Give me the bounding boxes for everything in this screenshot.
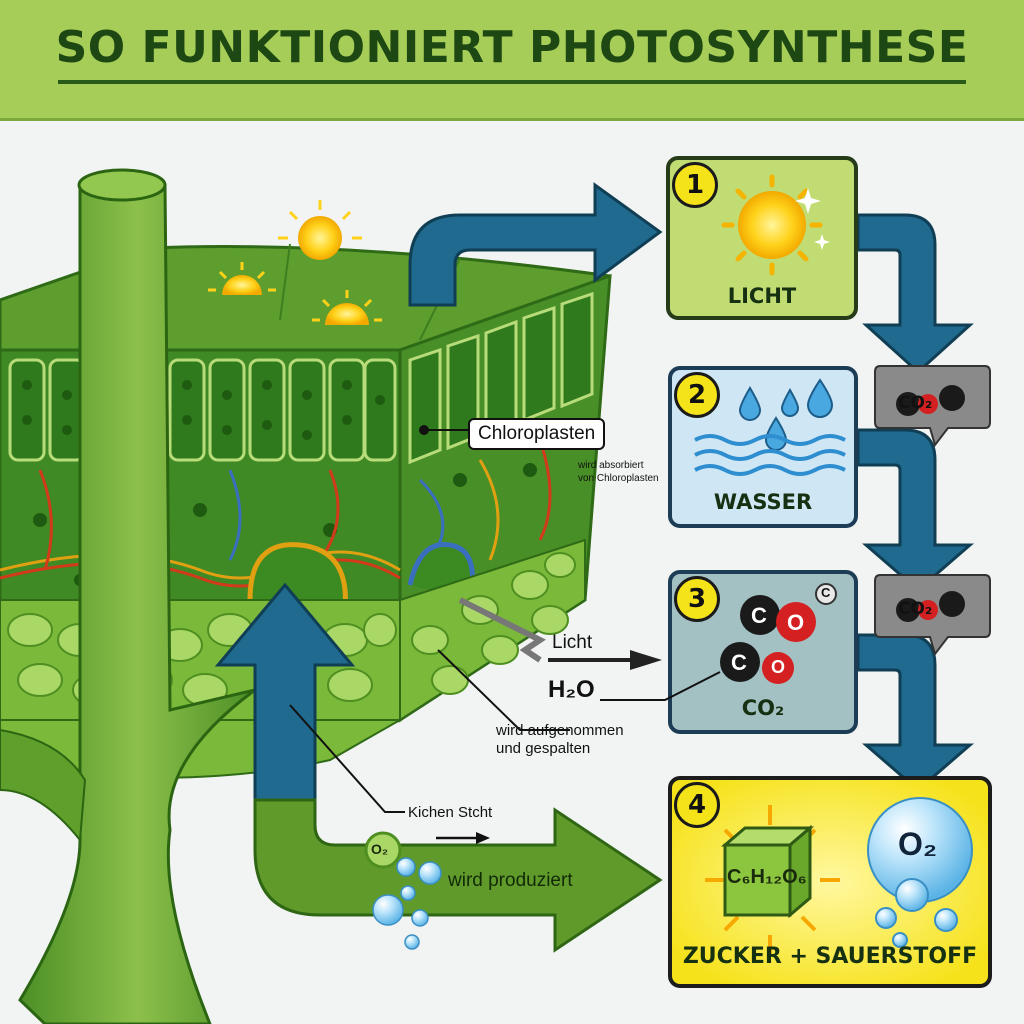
step-3-badge: 3 (674, 576, 720, 622)
title-underline (58, 80, 966, 84)
o2-big-label: O₂ (898, 826, 938, 862)
co2-bubble-label-2: CO₂ (898, 599, 933, 619)
atom-c-label: C (751, 603, 767, 628)
atom-o-label: O (787, 610, 805, 635)
atom-o-label-2: O (771, 657, 786, 677)
step-4-badge: 4 (674, 782, 720, 828)
small-arrow (436, 832, 490, 844)
header-banner: SO FUNKTIONIERT PHOTOSYNTHESE (0, 0, 1024, 121)
co2-speech-bubble (874, 365, 991, 448)
leaf-cross-section (0, 243, 612, 779)
leader-lines (289, 425, 721, 813)
page-title: SO FUNKTIONIERT PHOTOSYNTHESE (55, 22, 969, 73)
absorbed-note-line2: von Chloroplasten (578, 473, 659, 484)
h2o-callout: H₂O (548, 676, 595, 703)
arrow-green-to-step4 (253, 798, 663, 953)
vascular-bundle (247, 542, 348, 611)
sun-icon (208, 262, 276, 295)
palisade-cells (8, 358, 397, 462)
sun-icon (312, 290, 382, 325)
kichen-callout: Kichen Stcht (408, 804, 493, 821)
co2-speech-bubble (874, 574, 991, 657)
small-c-label: C (821, 585, 831, 600)
absorbed-note-line1: wird absorbiert (578, 460, 644, 471)
step-4-label: ZUCKER + SAUERSTOFF (682, 944, 978, 969)
co2-molecule-icon (720, 583, 837, 684)
licht-callout: Licht (552, 632, 593, 653)
step-2-badge: 2 (674, 372, 720, 418)
chloroplasten-callout: Chloroplasten (468, 418, 606, 450)
step-3-label: CO₂ (741, 696, 785, 720)
glucose-formula: C₆H₁₂O₆ (727, 866, 807, 888)
atom-c-label-2: C (731, 650, 747, 675)
o2-molecule-icon (364, 831, 442, 950)
co2-bubble-label-1: CO₂ (898, 393, 933, 413)
step-1-badge: 1 (672, 162, 718, 208)
arrow-up-into-leaf (214, 582, 356, 802)
water-drops-icon (694, 378, 846, 476)
taken-note-line2: und gespalten (496, 740, 591, 757)
blue-flow-arrows (214, 182, 975, 802)
oxygen-bubble-icon (867, 797, 973, 948)
arrow-leaf-to-step1 (408, 182, 663, 307)
light-ray-arrow (458, 597, 662, 670)
sun-icon (721, 174, 830, 276)
o2-small-label: O₂ (371, 841, 389, 857)
taken-note-line1: wird aufgenommen (496, 722, 624, 739)
glucose-cube-icon (705, 805, 840, 955)
sun-icon (278, 200, 362, 260)
step-1-label: LICHT (727, 284, 797, 308)
plant-stem (0, 168, 256, 1024)
produced-callout: wird produziert (448, 870, 573, 891)
step-2-label: WASSER (713, 490, 813, 514)
